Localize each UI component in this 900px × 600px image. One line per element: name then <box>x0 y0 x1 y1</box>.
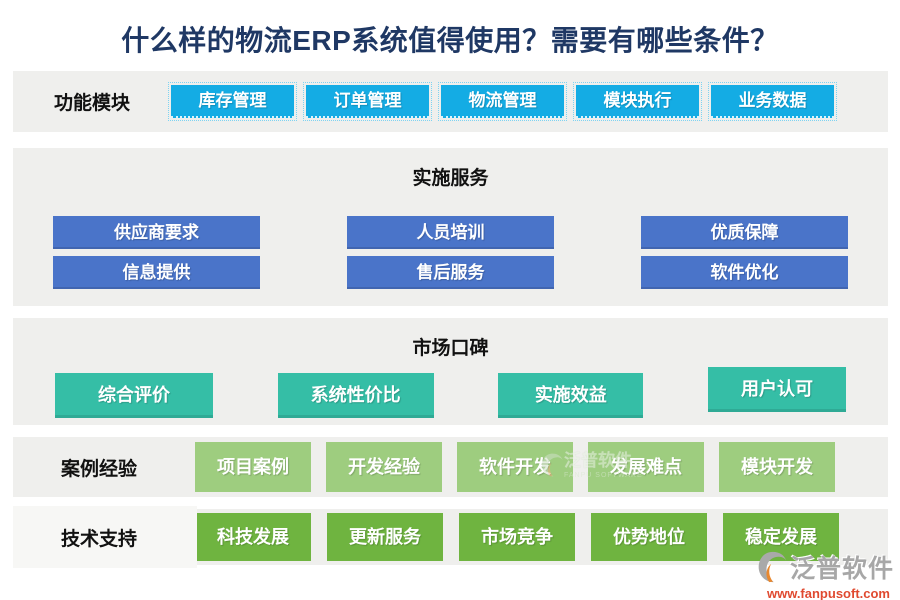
chip-user-recognition[interactable]: 用户认可 <box>707 367 846 412</box>
chip-comprehensive-evaluation[interactable]: 综合评价 <box>55 373 213 418</box>
section-tech-support: 技术支持 科技发展 更新服务 市场竞争 优势地位 稳定发展 <box>13 506 888 568</box>
market-reputation-chips: 综合评价 系统性价比 实施效益 用户认可 <box>13 367 888 418</box>
market-reputation-header: 市场口碑 <box>412 338 489 359</box>
chip-software-optimization[interactable]: 软件优化 <box>641 256 848 289</box>
implementation-services-header: 实施服务 <box>412 168 489 189</box>
chip-advantage-position[interactable]: 优势地位 <box>591 513 707 561</box>
chip-supplier-requirements[interactable]: 供应商要求 <box>53 216 260 249</box>
section-implementation-services: 实施服务 供应商要求 人员培训 优质保障 信息提供 售后服务 软件优化 <box>13 148 888 306</box>
implementation-services-chips: 供应商要求 人员培训 优质保障 信息提供 售后服务 软件优化 <box>13 216 888 289</box>
chip-implementation-benefit[interactable]: 实施效益 <box>498 373 644 418</box>
chip-market-competition[interactable]: 市场竞争 <box>459 513 575 561</box>
case-experience-chips: 项目案例 开发经验 软件开发 发展难点 模块开发 <box>195 442 835 492</box>
section-function-modules: 功能模块 库存管理 订单管理 物流管理 模块执行 业务数据 <box>13 71 888 132</box>
tech-support-label: 技术支持 <box>60 528 137 550</box>
chip-after-sales-service[interactable]: 售后服务 <box>347 256 554 289</box>
page-title: 什么样的物流ERP系统值得使用？需要有哪些条件？ <box>121 25 779 56</box>
chip-project-cases[interactable]: 项目案例 <box>195 442 311 492</box>
case-experience-label: 案例经验 <box>60 458 137 480</box>
tech-support-chips: 科技发展 更新服务 市场竞争 优势地位 稳定发展 <box>195 513 839 561</box>
function-modules-chips: 库存管理 订单管理 物流管理 模块执行 业务数据 <box>168 82 837 121</box>
chip-system-cost-performance[interactable]: 系统性价比 <box>277 373 434 418</box>
chip-technology-development[interactable]: 科技发展 <box>195 513 311 561</box>
chip-module-development[interactable]: 模块开发 <box>719 442 835 492</box>
chip-module-execution[interactable]: 模块执行 <box>573 82 702 121</box>
watermark-brand-text: 泛普软件 <box>789 555 894 583</box>
chip-order-management[interactable]: 订单管理 <box>303 82 432 121</box>
watermark-url: www.fanpusoft.com <box>766 586 890 600</box>
chip-development-experience[interactable]: 开发经验 <box>326 442 442 492</box>
section-case-experience: 案例经验 项目案例 开发经验 软件开发 发展难点 模块开发 <box>13 437 888 497</box>
chip-inventory-management[interactable]: 库存管理 <box>168 82 297 121</box>
chip-development-difficulties[interactable]: 发展难点 <box>588 442 704 492</box>
chip-business-data[interactable]: 业务数据 <box>708 82 837 121</box>
chip-stable-development[interactable]: 稳定发展 <box>723 513 839 561</box>
chip-software-development[interactable]: 软件开发 <box>457 442 573 492</box>
section-market-reputation: 市场口碑 综合评价 系统性价比 实施效益 用户认可 <box>13 318 888 425</box>
chip-logistics-management[interactable]: 物流管理 <box>438 82 567 121</box>
tech-support-label-background <box>13 506 197 568</box>
fanpu-logo-icon <box>758 551 787 583</box>
function-modules-label: 功能模块 <box>53 93 130 114</box>
watermark-corner: 泛普软件 www.fanpusoft.com <box>736 549 894 600</box>
chip-update-service[interactable]: 更新服务 <box>327 513 443 561</box>
chip-information-provision[interactable]: 信息提供 <box>53 256 260 289</box>
chip-quality-guarantee[interactable]: 优质保障 <box>641 216 848 249</box>
chip-personnel-training[interactable]: 人员培训 <box>347 216 554 249</box>
